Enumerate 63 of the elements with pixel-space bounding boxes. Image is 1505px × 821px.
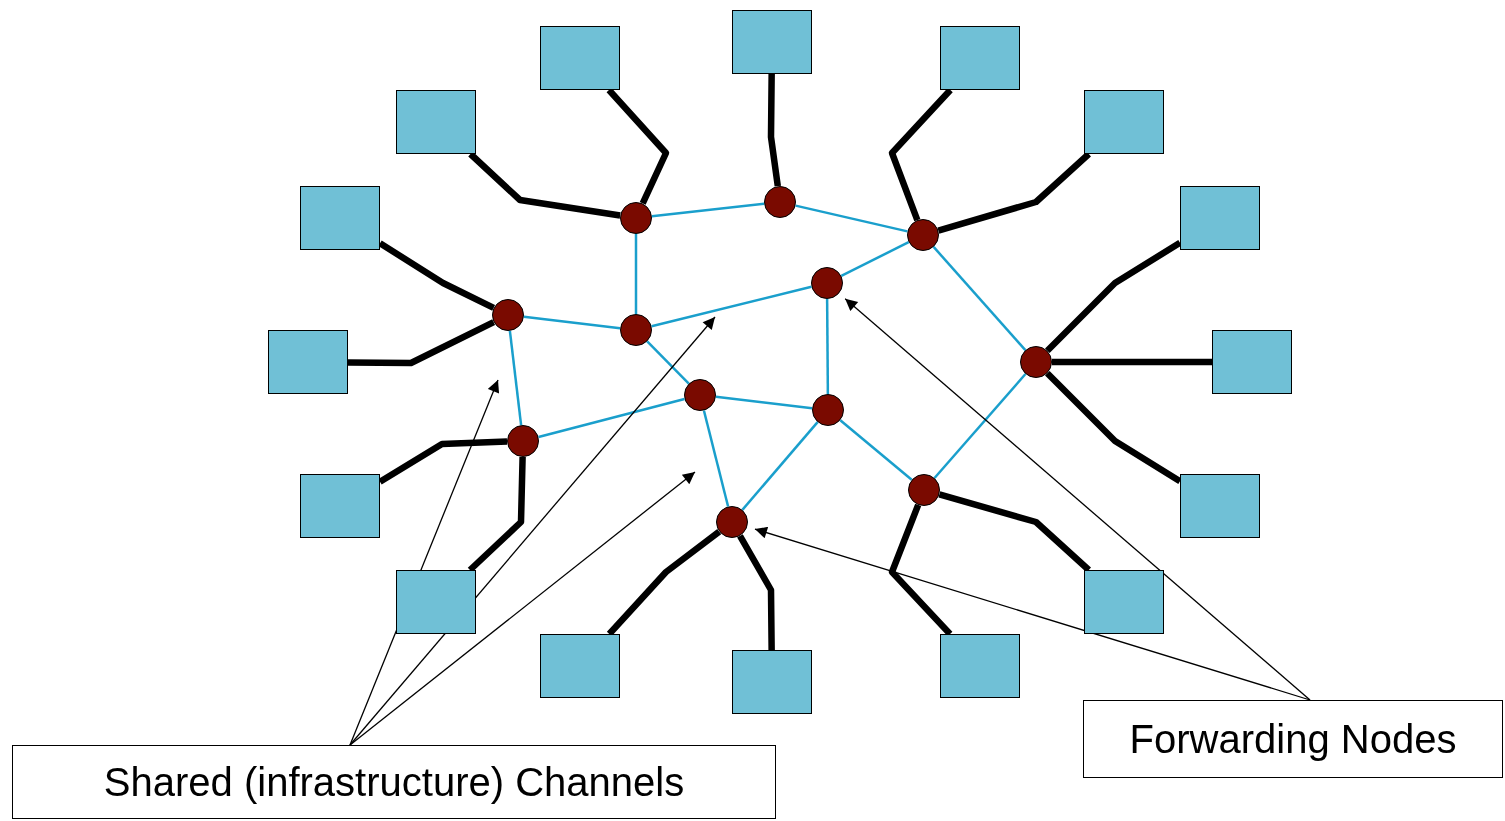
access-link	[1045, 371, 1182, 484]
channel-link	[795, 204, 908, 233]
forwarding-node-circle	[492, 299, 524, 331]
access-link	[1052, 358, 1212, 366]
channel-link	[839, 419, 913, 481]
access-link	[1045, 240, 1182, 353]
forwarding-node-circle	[764, 186, 796, 218]
channel-link	[508, 330, 523, 426]
channel-link	[825, 299, 830, 394]
access-link	[378, 438, 508, 485]
channel-link	[933, 373, 1027, 479]
channel-link	[715, 395, 813, 410]
callout-text: Forwarding Nodes	[1129, 716, 1457, 762]
access-link	[938, 491, 1091, 573]
channel-link	[651, 202, 765, 218]
leader-arrow	[844, 298, 1311, 701]
host-box	[540, 26, 620, 90]
host-box	[1180, 474, 1260, 538]
channel-link	[523, 315, 621, 330]
access-link	[468, 151, 621, 219]
callout-box	[12, 745, 776, 819]
forwarding-node-circle	[716, 506, 748, 538]
channel-link	[651, 285, 812, 328]
channel-link	[741, 421, 819, 511]
leader-arrow	[349, 471, 696, 746]
forwarding-node-circle	[620, 314, 652, 346]
channel-link	[702, 410, 730, 507]
access-link	[378, 240, 496, 311]
host-box	[732, 10, 812, 74]
access-link	[347, 319, 496, 367]
channel-link	[932, 246, 1027, 351]
forwarding-node-circle	[811, 267, 843, 299]
forwarding-node-circle	[684, 379, 716, 411]
forwarding-node-circle	[620, 202, 652, 234]
forwarding-node-circle	[507, 425, 539, 457]
host-box	[1180, 186, 1260, 250]
host-box	[940, 634, 1020, 698]
host-box	[940, 26, 1020, 90]
channel-link	[634, 234, 638, 314]
channel-link	[840, 241, 910, 277]
channel-link	[538, 397, 685, 439]
host-box	[732, 650, 812, 714]
host-box	[300, 474, 380, 538]
forwarding-node-circle	[908, 474, 940, 506]
access-link	[737, 534, 775, 651]
host-box	[268, 330, 348, 394]
forwarding-node-circle	[812, 394, 844, 426]
leader-arrow	[754, 526, 1311, 701]
host-box	[396, 90, 476, 154]
callout-box	[1083, 700, 1503, 778]
callout-text: Shared (infrastructure) Channels	[103, 759, 685, 805]
leader-arrow	[349, 316, 716, 746]
access-link	[937, 151, 1091, 234]
host-box	[396, 570, 476, 634]
host-box	[540, 634, 620, 698]
host-box	[1084, 90, 1164, 154]
host-box	[300, 186, 380, 250]
channel-link	[646, 340, 690, 385]
access-link	[767, 73, 782, 187]
host-box	[1212, 330, 1292, 394]
host-box	[1084, 570, 1164, 634]
forwarding-node-circle	[907, 219, 939, 251]
forwarding-node-circle	[1020, 346, 1052, 378]
